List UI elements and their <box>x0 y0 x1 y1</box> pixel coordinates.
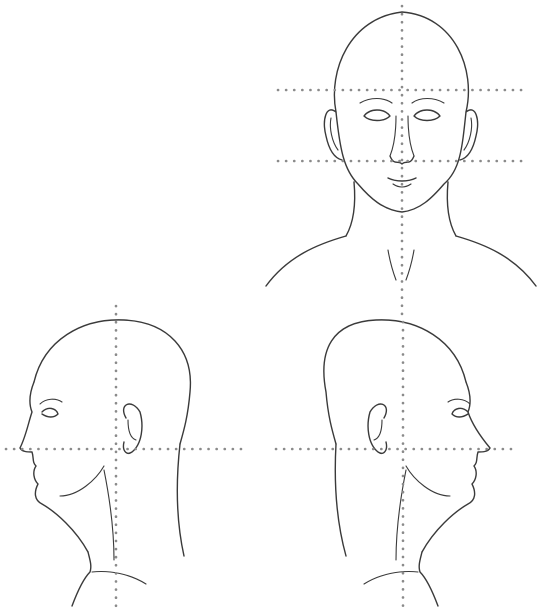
front-right-shoulder <box>456 236 536 286</box>
front-nose-right <box>408 116 414 156</box>
right-profile-neck-front <box>419 552 438 606</box>
right-profile-ear <box>368 404 386 453</box>
front-mouth <box>388 178 416 181</box>
front-right-eye <box>414 110 440 121</box>
left-profile-jaw <box>60 466 104 496</box>
left-profile-cranium <box>34 320 190 444</box>
front-neck-tendon-left <box>388 250 396 280</box>
right-profile-neck-back <box>335 444 346 556</box>
right-profile-eye <box>452 408 468 417</box>
left-profile-ear-inner <box>128 420 136 440</box>
front-nose-left <box>390 116 396 156</box>
front-view <box>266 12 536 286</box>
front-left-eye <box>364 110 390 121</box>
left-profile-eye <box>42 408 58 417</box>
front-neck-tendon-right <box>406 250 414 280</box>
right-profile-cranium <box>324 320 466 444</box>
front-left-shoulder <box>266 236 346 286</box>
left-profile-shoulder <box>92 572 146 585</box>
right-profile-face <box>422 382 490 552</box>
guide-lines <box>6 6 522 610</box>
left-profile-neck-back <box>177 444 184 556</box>
right-profile-shoulder <box>364 572 418 585</box>
right-profile-ear-inner <box>374 420 382 440</box>
right-profile-neck-muscle <box>396 470 406 560</box>
right-profile-jaw <box>406 466 450 496</box>
front-right-brow <box>412 99 444 104</box>
left-profile-face <box>20 382 88 552</box>
left-profile-view <box>20 320 190 606</box>
left-profile-neck-front <box>72 552 91 606</box>
left-profile-brow <box>40 399 62 404</box>
right-profile-view <box>324 320 490 606</box>
front-left-brow <box>360 99 392 104</box>
left-profile-neck-muscle <box>104 470 114 560</box>
front-neck-left <box>346 182 355 236</box>
front-neck-right <box>447 182 456 236</box>
left-profile-ear <box>123 404 141 453</box>
right-profile-brow <box>448 399 470 404</box>
